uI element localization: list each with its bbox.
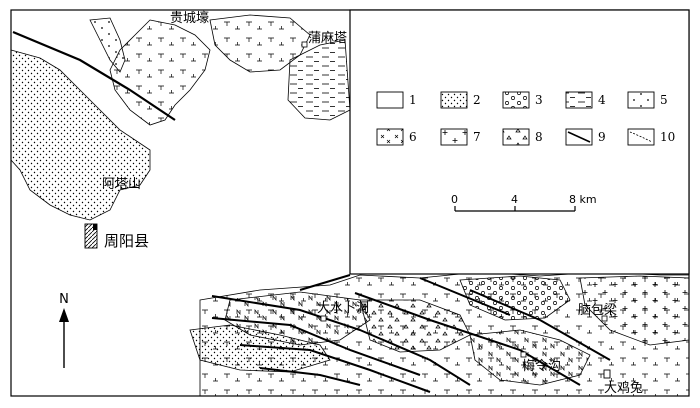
- fault-s2: [211, 317, 421, 376]
- unit-dashes-ne: [287, 39, 351, 121]
- legend-swatch-10: [627, 128, 655, 146]
- legend-num-5: 5: [660, 93, 668, 107]
- marker-naobaoliang: [601, 315, 608, 322]
- legend-swatch-5: [627, 91, 655, 109]
- fault-s7: [419, 277, 511, 316]
- legend-swatch-3: [502, 91, 530, 109]
- fault-s6: [469, 289, 611, 361]
- unit-dotted-nw: [10, 49, 151, 221]
- legend-swatch-7: [440, 128, 468, 146]
- legend-swatch-8: [502, 128, 530, 146]
- label-zhouyangxian: 周阳县: [104, 232, 149, 250]
- unit-dotted-south: [189, 324, 331, 373]
- scale-label-0: 0: [451, 193, 458, 206]
- unit-circles-south: [459, 275, 571, 321]
- county-symbol-flag: [93, 224, 97, 230]
- unit-plus-se: [579, 275, 690, 346]
- legend-num-4: 4: [598, 93, 606, 107]
- legend-swatch-6: [376, 128, 404, 146]
- legend-swatch-4: [565, 91, 593, 109]
- legend-fault-icon: [567, 131, 591, 143]
- legend-num-6: 6: [409, 130, 417, 144]
- fault-s8: [299, 274, 351, 291]
- scale-label-4: 4: [511, 193, 518, 206]
- legend-num-8: 8: [535, 130, 543, 144]
- label-dajitu: 大鸡兔: [604, 380, 643, 396]
- label-atashan: 阿塔山: [102, 177, 141, 192]
- fault-s3: [239, 344, 431, 393]
- scale-bar: [454, 206, 576, 212]
- fault-s5: [354, 292, 581, 386]
- legend-num-9: 9: [598, 130, 606, 144]
- north-label: N: [59, 292, 69, 307]
- label-meilinggou: 梅令沟: [522, 359, 561, 374]
- legend-swatch-1: [376, 91, 404, 109]
- legend-num-1: 1: [409, 93, 417, 107]
- label-guichengyuan: 贵城壕: [170, 10, 209, 26]
- label-bumata: 蒲麻塔: [308, 31, 347, 46]
- legend-num-3: 3: [535, 93, 543, 107]
- fault-s4: [259, 367, 361, 386]
- scale-label-8: 8 km: [569, 193, 597, 206]
- marker-dashuibudong: [320, 315, 327, 322]
- label-naobaoliang: 脑包梁: [578, 303, 617, 318]
- legend-swatch-2: [440, 91, 468, 109]
- unit-sparse-lens: [89, 17, 126, 73]
- marker-dajitu: [603, 369, 611, 379]
- fault-nw: [12, 30, 176, 121]
- legend-num-7: 7: [473, 130, 481, 144]
- legend-num-10: 10: [660, 130, 675, 144]
- legend-boundary-icon: [629, 131, 653, 143]
- marker-meilinggou: [520, 351, 527, 358]
- unit-tri-south: [359, 299, 471, 353]
- label-dashuibudong: 大水卜洞: [317, 301, 369, 316]
- fault-s1: [211, 295, 471, 386]
- north-arrow-icon: [59, 308, 69, 368]
- legend-panel: 1 2 3 4 5 6 7 8 9 10 0 4 8 km: [349, 9, 690, 275]
- legend-num-2: 2: [473, 93, 481, 107]
- marker-bumata: [301, 41, 308, 48]
